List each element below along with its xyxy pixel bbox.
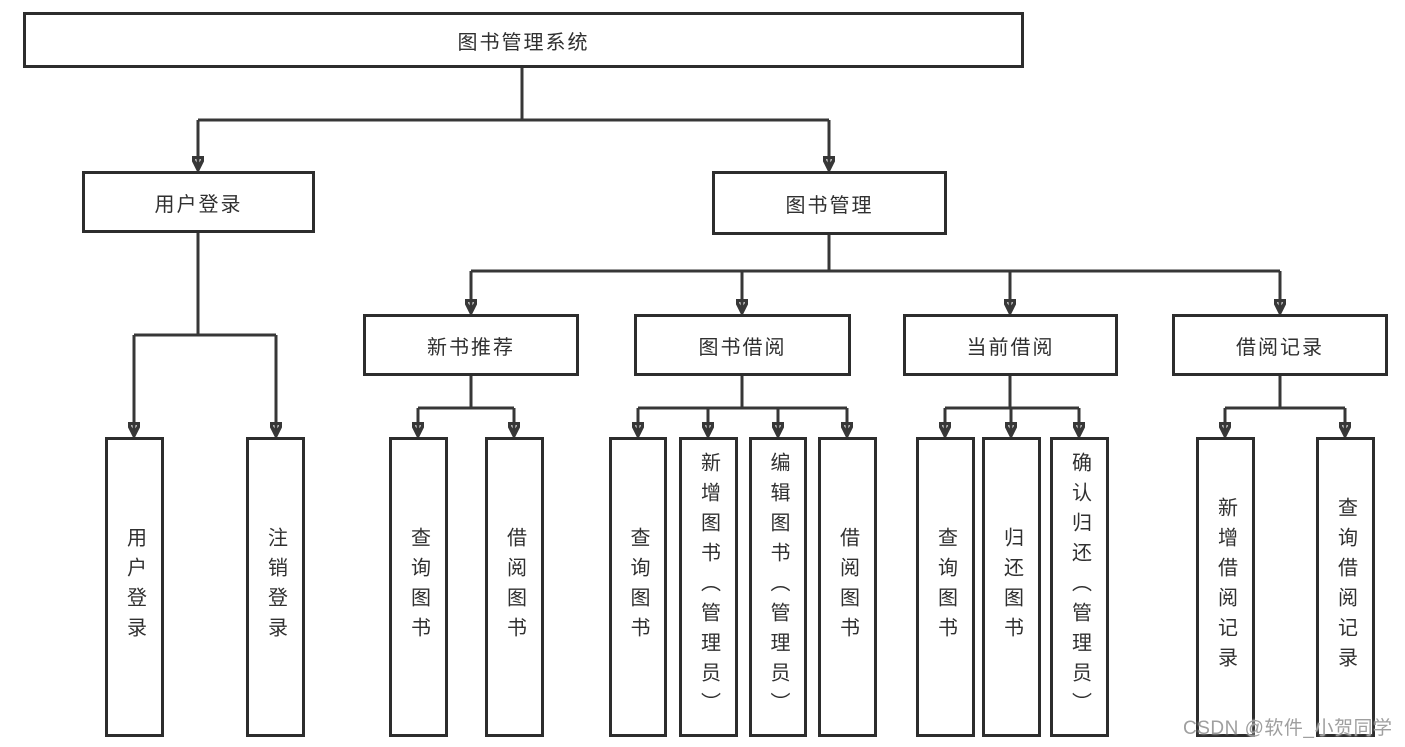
leaf-logout: 注销登录	[246, 437, 305, 737]
node-book-borrowing-label: 图书借阅	[698, 336, 787, 359]
leaf-cb-query-books-label: 查询图书	[934, 527, 957, 647]
node-borrowing-records-label: 借阅记录	[1236, 336, 1324, 359]
leaf-bb-borrow-books-label: 借阅图书	[836, 527, 859, 647]
leaf-br-add-record-label: 新增借阅记录	[1214, 497, 1237, 677]
leaf-cb-confirm-return-admin: 确认归还（管理员）	[1050, 437, 1109, 737]
leaf-user-login-label: 用户登录	[123, 527, 146, 647]
leaf-logout-label: 注销登录	[264, 527, 287, 647]
node-book-management: 图书管理	[712, 171, 947, 235]
csdn-watermark: CSDN @软件_小贺同学	[1183, 718, 1393, 739]
leaf-bb-query-books-label: 查询图书	[627, 527, 649, 647]
leaf-bb-add-books-admin-label: 新增图书（管理员）	[697, 452, 720, 722]
node-current-borrowing-label: 当前借阅	[966, 336, 1055, 359]
node-current-borrowing: 当前借阅	[903, 314, 1118, 376]
node-user-login-group-label: 用户登录	[154, 193, 243, 216]
leaf-user-login: 用户登录	[105, 437, 164, 737]
leaf-nbr-query-books-label: 查询图书	[407, 527, 430, 647]
leaf-bb-edit-books-admin-label: 编辑图书（管理员）	[767, 452, 789, 722]
leaf-br-query-record: 查询借阅记录	[1316, 437, 1375, 737]
leaf-cb-return-books: 归还图书	[982, 437, 1041, 737]
leaf-nbr-query-books: 查询图书	[389, 437, 448, 737]
node-book-borrowing: 图书借阅	[634, 314, 851, 376]
leaf-bb-edit-books-admin: 编辑图书（管理员）	[749, 437, 807, 737]
leaf-br-add-record: 新增借阅记录	[1196, 437, 1255, 737]
leaf-nbr-borrow-books-label: 借阅图书	[503, 527, 526, 647]
leaf-cb-query-books: 查询图书	[916, 437, 975, 737]
leaf-bb-query-books: 查询图书	[609, 437, 667, 737]
node-new-book-recommend: 新书推荐	[363, 314, 579, 376]
node-new-book-recommend-label: 新书推荐	[427, 336, 515, 359]
node-user-login-group: 用户登录	[82, 171, 315, 233]
node-root-label: 图书管理系统	[457, 31, 590, 54]
leaf-br-query-record-label: 查询借阅记录	[1334, 497, 1357, 677]
node-borrowing-records: 借阅记录	[1172, 314, 1388, 376]
leaf-bb-borrow-books: 借阅图书	[818, 437, 877, 737]
leaf-nbr-borrow-books: 借阅图书	[485, 437, 544, 737]
leaf-cb-return-books-label: 归还图书	[1000, 527, 1023, 647]
node-root: 图书管理系统	[23, 12, 1024, 68]
node-book-management-label: 图书管理	[785, 194, 874, 217]
leaf-bb-add-books-admin: 新增图书（管理员）	[679, 437, 738, 737]
leaf-cb-confirm-return-admin-label: 确认归还（管理员）	[1068, 452, 1091, 722]
